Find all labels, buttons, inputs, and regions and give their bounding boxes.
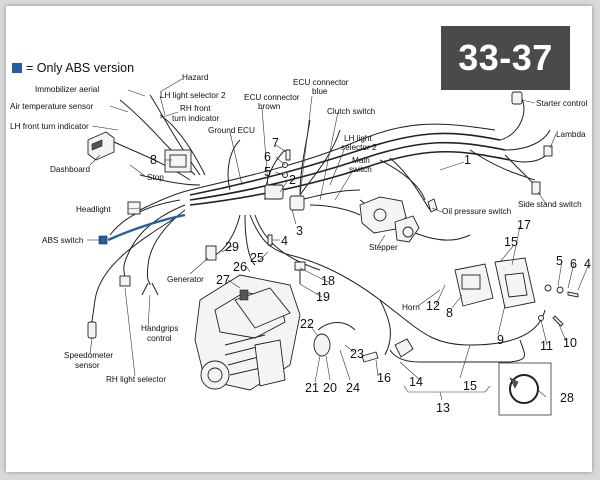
callout-27: 27 xyxy=(216,273,230,287)
label-speedometer-2: sensor xyxy=(75,361,100,370)
starter-control-relay-icon xyxy=(511,91,523,105)
callout-26: 26 xyxy=(233,260,247,274)
label-handgrips-2: control xyxy=(147,334,172,343)
callout-17: 17 xyxy=(517,218,531,232)
callout-11: 11 xyxy=(540,339,553,353)
callout-23: 23 xyxy=(350,347,364,361)
label-rh-front-1: RH front xyxy=(180,104,211,113)
label-ecu-brown-1: ECU connector xyxy=(244,93,300,102)
label-stepper: Stepper xyxy=(369,243,398,252)
callout-7: 7 xyxy=(272,136,279,150)
callout-29: 29 xyxy=(225,240,239,254)
callout-15-top: 15 xyxy=(504,235,518,249)
abs-wire xyxy=(107,213,186,242)
relay-8-icon xyxy=(164,149,192,173)
callout-28: 28 xyxy=(560,391,574,405)
clamp-28-icon xyxy=(498,362,552,416)
label-lh-light-mid-2: selector 2 xyxy=(341,143,377,152)
label-hazard: Hazard xyxy=(182,73,209,82)
dashboard-icon xyxy=(87,131,115,161)
label-rh-front-2: turn indicator xyxy=(172,114,220,123)
generator-connector-icon xyxy=(205,245,217,261)
callout-6: 6 xyxy=(264,150,271,164)
spark-plug-cap-icon xyxy=(361,338,414,363)
label-immobilizer-aerial: Immobilizer aerial xyxy=(35,85,99,94)
ecu-blue-connector-icon xyxy=(289,195,305,211)
callout-6-right: 6 xyxy=(570,257,577,271)
label-abs-switch: ABS switch xyxy=(42,236,84,245)
label-ecu-brown-2: brown xyxy=(258,102,281,111)
labels: Hazard Immobilizer aerial LH light selec… xyxy=(10,73,588,384)
label-generator: Generator xyxy=(167,275,204,284)
label-clutch-switch: Clutch switch xyxy=(327,107,376,116)
callout-4-right: 4 xyxy=(584,257,591,271)
callouts: 1 2 3 4 5 6 7 8 8 9 10 11 12 13 14 15 15… xyxy=(150,136,591,415)
legend: = Only ABS version xyxy=(12,61,134,75)
legend-swatch-icon xyxy=(12,63,22,73)
callout-19: 19 xyxy=(316,290,330,304)
oil-pressure-switch-icon xyxy=(427,198,438,213)
callout-24: 24 xyxy=(346,381,360,395)
engine-icon xyxy=(194,274,301,391)
callout-14: 14 xyxy=(409,375,423,389)
callout-12: 12 xyxy=(426,299,440,313)
callout-21: 21 xyxy=(305,381,319,395)
callout-4: 4 xyxy=(281,234,288,248)
rh-light-selector-connector-icon xyxy=(119,275,131,287)
lambda-connector-icon xyxy=(543,145,553,157)
label-main-switch-1: Main xyxy=(352,156,370,165)
callout-25: 25 xyxy=(250,251,264,265)
bolt-set-icon xyxy=(267,149,579,327)
callout-3: 3 xyxy=(296,224,303,238)
callout-2: 2 xyxy=(289,173,296,187)
label-ecu-blue-2: blue xyxy=(312,87,328,96)
label-dashboard: Dashboard xyxy=(50,165,91,174)
callout-20: 20 xyxy=(323,381,337,395)
pickup-sensor-icon xyxy=(313,322,356,357)
label-lh-light-mid-1: LH light xyxy=(344,134,372,143)
callout-16: 16 xyxy=(377,371,391,385)
callout-8-bottom: 8 xyxy=(446,306,453,320)
callout-5: 5 xyxy=(264,165,271,179)
callout-9: 9 xyxy=(497,333,504,347)
label-stop: Stop xyxy=(147,173,164,182)
sensor-18-icon xyxy=(294,261,306,284)
label-lh-front-turn-indicator: LH front turn indicator xyxy=(10,122,89,131)
callout-18: 18 xyxy=(321,274,335,288)
callout-15-bottom: 15 xyxy=(463,379,477,393)
callout-8-top: 8 xyxy=(150,153,157,167)
legend-text: = Only ABS version xyxy=(26,61,135,75)
label-starter-control: Starter control xyxy=(536,99,588,108)
label-ground-ecu: Ground ECU xyxy=(208,126,255,135)
label-main-switch-2: switch xyxy=(349,165,372,174)
label-rh-light-selector: RH light selector xyxy=(106,375,166,384)
horn-bracket-icon xyxy=(454,257,536,309)
page-badge: 33-37 xyxy=(441,26,570,90)
label-air-temp-sensor: Air temperature sensor xyxy=(10,102,94,111)
side-stand-switch-icon xyxy=(531,181,541,195)
callout-10: 10 xyxy=(563,336,577,350)
speed-sensor-icon xyxy=(87,321,97,339)
abs-switch-icon xyxy=(98,235,108,245)
callout-22: 22 xyxy=(300,317,314,331)
ecu-brown-connector-icon xyxy=(264,184,284,200)
label-lambda: Lambda xyxy=(556,130,586,139)
leader-lines xyxy=(87,78,589,401)
label-handgrips-1: Handgrips xyxy=(141,324,178,333)
callout-5-right: 5 xyxy=(556,254,563,268)
handgrips-connector-icon xyxy=(141,282,159,296)
label-side-stand-switch: Side stand switch xyxy=(518,200,582,209)
label-oil-pressure-switch: Oil pressure switch xyxy=(442,207,512,216)
label-speedometer-1: Speedometer xyxy=(64,351,113,360)
label-horn: Horn xyxy=(402,303,420,312)
callout-1: 1 xyxy=(464,153,471,167)
callout-13: 13 xyxy=(436,401,450,415)
main-harness xyxy=(91,94,551,363)
stepper-icon xyxy=(359,196,420,243)
label-ecu-blue-1: ECU connector xyxy=(293,78,349,87)
label-headlight: Headlight xyxy=(76,205,111,214)
label-lh-light-selector-2-top: LH light selector 2 xyxy=(160,91,226,100)
